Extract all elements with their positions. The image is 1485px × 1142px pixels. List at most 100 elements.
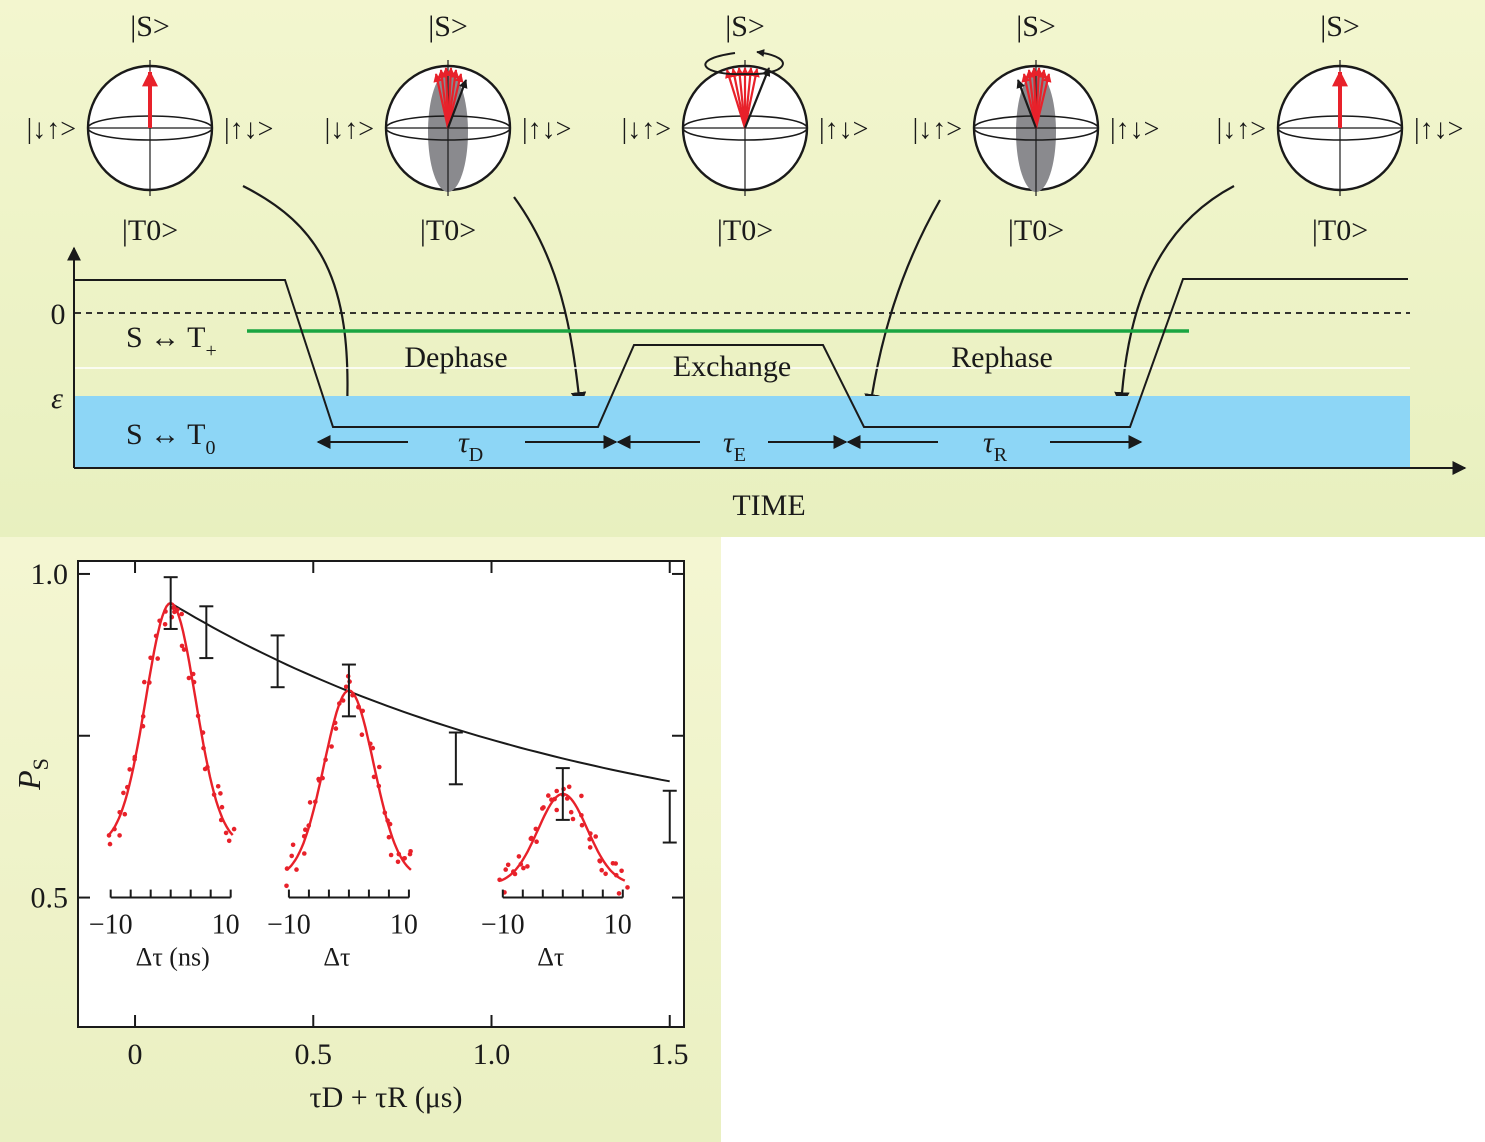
data-point [157,618,162,624]
spin-vector [1034,73,1052,129]
inset-tick-label: −10 [267,910,311,941]
pulse-sequence-diagram: |S>|T0>|↓↑>|↑↓>|S>|T0>|↓↑>|↑↓>|S>|T0>|↓↑… [0,0,1485,537]
label-t0: |T0> [420,214,476,247]
data-point [289,853,295,859]
label-t0: |T0> [1312,214,1368,247]
data-point [396,851,402,857]
data-point [122,811,128,817]
data-point [147,680,152,685]
error-bar [448,731,463,786]
data-point [140,714,146,719]
data-point [218,817,224,823]
zero-label: 0 [51,298,66,331]
label-t0: |T0> [1008,214,1064,247]
data-point [211,792,217,797]
data-point [356,704,361,709]
label-up-down: |↑↓> [1110,114,1159,145]
data-point [195,713,201,719]
data-point [140,723,146,729]
data-point [568,809,574,815]
data-point [511,869,516,874]
data-point [587,845,593,850]
bloch-sphere-4: |S>|T0>|↓↑>|↑↓> [913,10,1160,247]
data-point [546,793,551,798]
y-tick-label: 0.5 [31,882,69,915]
mean-vector [446,79,468,129]
data-point [155,656,160,661]
data-point [603,871,608,877]
data-point [186,675,192,681]
arrow-sphere2 [513,196,587,408]
data-point [294,867,299,872]
label-down-up: |↓↑> [913,114,962,145]
data-point [200,730,206,735]
data-point [407,851,413,857]
inset-tick-label: 10 [390,910,418,941]
timeline-axes [67,246,1467,475]
inset-tick-label: −10 [481,910,525,941]
data-point [518,862,524,867]
label-down-up: |↓↑> [325,114,374,145]
data-point [552,796,557,802]
x-tick-label: 0 [128,1038,143,1071]
inset-tick-label: 10 [212,910,240,941]
data-point [360,708,366,714]
data-point [112,826,117,832]
data-point [564,796,570,801]
s-t0-label: S ↔ T0 [126,418,215,459]
arrow-sphere5 [1114,185,1235,408]
error-bar [341,663,356,718]
bloch-sphere-3: |S>|T0>|↓↑>|↑↓> [622,10,869,247]
data-point [387,821,393,827]
data-point [179,611,184,617]
data-point [534,839,539,844]
data-point [215,784,221,789]
data-point [521,865,526,871]
data-point [368,741,373,747]
data-point [302,851,307,856]
label-up-down: |↑↓> [522,114,571,145]
y-axis-label: PS [11,758,53,791]
label-singlet: |S> [725,10,765,43]
data-point [284,883,289,889]
data-point [376,783,382,789]
data-point [132,754,138,760]
inset-x-label: Δτ [323,943,350,972]
data-point [201,745,206,751]
error-bar [662,789,677,844]
data-point [385,818,390,823]
x-axis-label: τD + τR (μs) [310,1081,463,1114]
data-point [117,833,122,838]
data-point [554,788,559,794]
tau-e-label: τE [723,426,746,466]
rephase-label: Rephase [951,341,1053,374]
arrow-sphere1 [242,185,356,412]
inset-x-label: Δτ (ns) [136,943,210,972]
time-axis-label: TIME [732,489,805,522]
bloch-sphere-2: |S> |T0> |↓↑> |↑↓> [325,10,572,247]
data-point [190,671,196,677]
bloch-sphere-1: |S>|T0>|↓↑>|↑↓> [27,10,274,247]
data-point [218,791,223,796]
data-point [614,872,619,878]
data-point [231,826,237,832]
data-point [106,833,112,838]
data-point [306,823,312,828]
spin-vector [446,73,464,129]
data-point [117,810,122,815]
data-point [579,793,584,799]
y-tick-label: 1.0 [31,558,69,591]
data-point [388,852,394,858]
label-singlet: |S> [428,10,468,43]
label-singlet: |S> [1320,10,1360,43]
data-point [153,633,159,639]
error-bar [555,767,570,821]
data-point [329,744,334,749]
data-point [613,861,618,866]
data-point [332,720,338,726]
spin-vector [743,68,760,129]
data-point [125,784,130,790]
data-point [587,837,592,842]
